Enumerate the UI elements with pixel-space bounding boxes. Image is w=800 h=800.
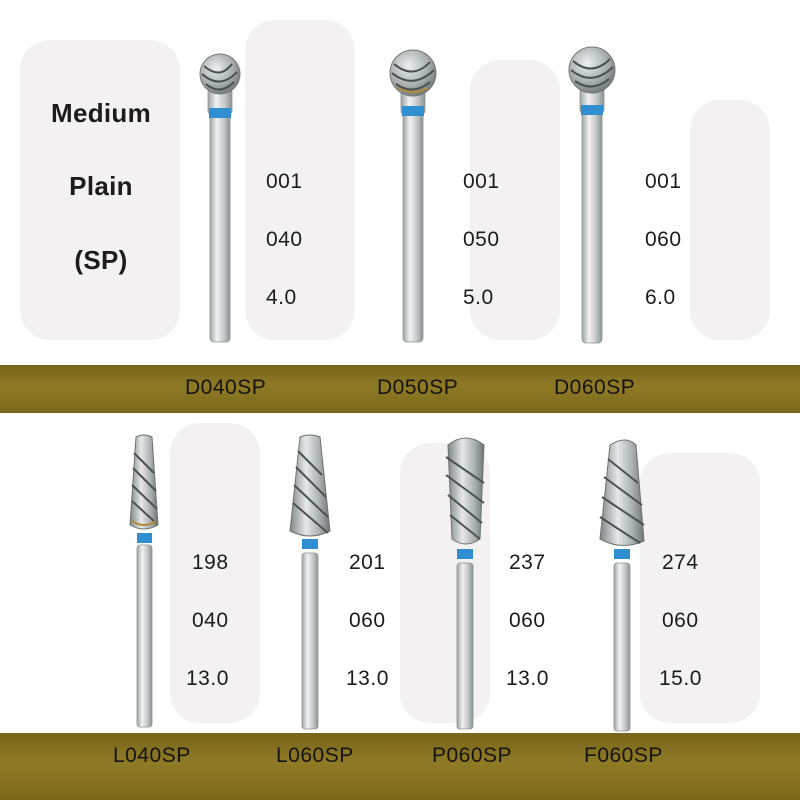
top-code-band: D040SP D050SP D060SP (0, 365, 800, 413)
tapered-bur-image (126, 433, 166, 729)
spec-size: 040 (192, 609, 229, 632)
spec-length: 15.0 (659, 667, 702, 690)
tapered-bur-image (286, 433, 336, 731)
watermark-shape (245, 20, 355, 340)
spec-size: 060 (645, 228, 682, 251)
spec-series: 001 (266, 170, 303, 193)
product-code-label: D050SP (377, 376, 459, 399)
spec-diameter: 4.0 (266, 286, 297, 309)
legend-medium: Medium (50, 98, 152, 128)
watermark-shape (640, 453, 760, 723)
spec-size: 060 (662, 609, 699, 632)
spec-size: 060 (349, 609, 386, 632)
spec-diameter: 5.0 (463, 286, 494, 309)
spec-length: 13.0 (186, 667, 229, 690)
ball-bur-image (382, 48, 444, 344)
watermark-shape (170, 423, 260, 723)
bottom-panel: 198 040 13.0 201 060 13.0 237 060 13.0 (0, 413, 800, 733)
product-code-label: F060SP (584, 744, 663, 767)
watermark-shape (690, 100, 770, 340)
spec-series: 274 (662, 551, 699, 574)
spec-length: 13.0 (346, 667, 389, 690)
pear-bur-image (440, 435, 494, 731)
spec-size: 040 (266, 228, 303, 251)
product-code-label: D040SP (185, 376, 267, 399)
spec-length: 13.0 (506, 667, 549, 690)
top-panel: Medium Plain (SP) 001 040 4.0 (0, 0, 800, 365)
spec-series: 201 (349, 551, 386, 574)
watermark-shape (470, 60, 560, 340)
legend-sp: (SP) (74, 245, 128, 275)
spec-series: 237 (509, 551, 546, 574)
spec-series: 001 (463, 170, 500, 193)
ball-bur-image (192, 52, 248, 344)
legend-plain: Plain (69, 171, 133, 201)
product-code-label: L060SP (276, 744, 354, 767)
product-code-label: L040SP (113, 744, 191, 767)
spec-series: 198 (192, 551, 229, 574)
flame-bur-image (594, 439, 650, 733)
product-code-label: P060SP (432, 744, 513, 767)
spec-size: 050 (463, 228, 500, 251)
spec-series: 001 (645, 170, 682, 193)
spec-size: 060 (509, 609, 546, 632)
watermark-shape (20, 40, 180, 340)
spec-diameter: 6.0 (645, 286, 676, 309)
ball-bur-image (562, 45, 622, 345)
product-code-label: D060SP (554, 376, 636, 399)
bottom-code-band: L040SP L060SP P060SP F060SP (0, 733, 800, 800)
